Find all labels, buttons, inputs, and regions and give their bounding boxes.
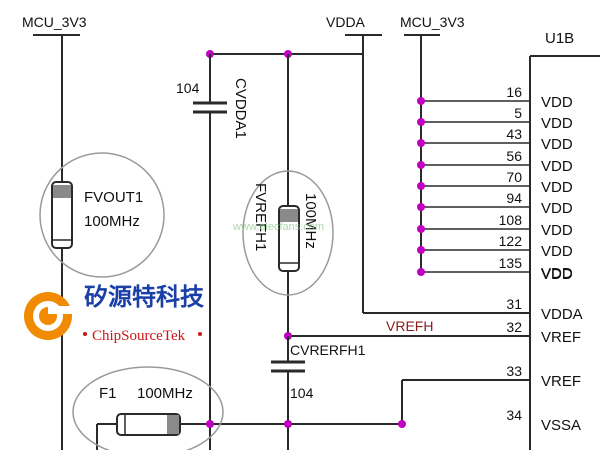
- pin-name: VDD: [541, 265, 573, 282]
- junction-vdd-pin: [417, 139, 425, 147]
- net-label-mcu-3v3-left: MCU_3V3: [22, 14, 87, 30]
- net-label-vdda: VDDA: [326, 14, 366, 30]
- brand-name-chinese: 矽源特科技: [84, 283, 205, 311]
- net-label-mcu-3v3-right: MCU_3V3: [400, 14, 465, 30]
- junction-bottom-cvdda: [206, 420, 214, 428]
- chip-ref-label: U1B: [545, 30, 574, 47]
- brand-name-english: ChipSourceTek: [92, 328, 186, 344]
- pin-name: VDD: [541, 266, 573, 283]
- cvdda1-ref: CVDDA1: [232, 78, 249, 139]
- pin-number: 32: [506, 319, 522, 335]
- pin-number: 135: [499, 255, 523, 271]
- fvrefh1-value: 100MHz: [302, 193, 319, 249]
- chipsourcetek-logo: 矽源特科技 ChipSourceTek: [24, 283, 205, 344]
- pin-number: 16: [506, 84, 522, 100]
- pin-name: VDD: [541, 243, 573, 260]
- pin-number: 122: [499, 233, 523, 249]
- cvrerfh1-ref: CVRERFH1: [290, 342, 366, 358]
- chip-pin-rows: 16VDD5VDD43VDD56VDD70VDD94VDD108VDD122VD…: [417, 84, 583, 434]
- junction-vdd-pin: [417, 182, 425, 190]
- pin-number: 34: [506, 407, 522, 423]
- junction-vdd-pin: [417, 161, 425, 169]
- pin-name: VDD: [541, 115, 573, 132]
- ferrite-bead-fvout1: FVOUT1 100MHz: [39, 152, 165, 278]
- pin-name: VSSA: [541, 417, 581, 434]
- fvrefh1-ref: FVREFH1: [252, 183, 269, 251]
- pin-number: 56: [506, 148, 522, 164]
- cvrerfh1-value: 104: [290, 385, 314, 401]
- vrefh-net: VREFH CVRERFH1 104: [271, 318, 530, 450]
- pin-number: 5: [514, 105, 522, 121]
- f1-value: 100MHz: [137, 385, 193, 402]
- cvdda1-value: 104: [176, 80, 200, 96]
- junction-vdd-pin: [417, 97, 425, 105]
- f1-ref: F1: [99, 385, 117, 402]
- pin-name: VDD: [541, 179, 573, 196]
- junction-vdd-pin: [417, 118, 425, 126]
- pin-number: 70: [506, 169, 522, 185]
- ferrite-bead-fvrefh1: FVREFH1 100MHz: [242, 54, 334, 336]
- net-label-vrefh: VREFH: [386, 318, 433, 334]
- pin-name: VREF: [541, 373, 581, 390]
- junction-bottom-vref: [398, 420, 406, 428]
- pin-name: VDD: [541, 222, 573, 239]
- fvout1-ref: FVOUT1: [84, 189, 143, 206]
- vdda-top-bus: VDDA: [206, 14, 530, 314]
- junction-vdd-pin: [417, 246, 425, 254]
- pin-name: VDDA: [541, 306, 583, 323]
- pin-name: VDD: [541, 94, 573, 111]
- ferrite-bead-f1: F1 100MHz: [72, 366, 224, 450]
- chip-pin-unnumbered: VDD: [541, 266, 573, 283]
- pin-number: 43: [506, 126, 522, 142]
- pin-number: 108: [499, 212, 523, 228]
- junction-vdd-pin: [417, 268, 425, 276]
- pin-name: VDD: [541, 136, 573, 153]
- junction-bottom-cvrefh: [284, 420, 292, 428]
- pin-name: VDD: [541, 200, 573, 217]
- watermark-url: www.elecfans.com: [232, 221, 324, 233]
- junction-vdd-pin: [417, 203, 425, 211]
- capacitor-cvdda1: 104 CVDDA1: [176, 54, 249, 450]
- pin-number: 31: [506, 296, 522, 312]
- pin-name: VREF: [541, 329, 581, 346]
- fvout1-value: 100MHz: [84, 213, 140, 230]
- pin-number: 94: [506, 190, 522, 206]
- pin-number: 33: [506, 363, 522, 379]
- junction-vdd-pin: [417, 225, 425, 233]
- pin-name: VDD: [541, 158, 573, 175]
